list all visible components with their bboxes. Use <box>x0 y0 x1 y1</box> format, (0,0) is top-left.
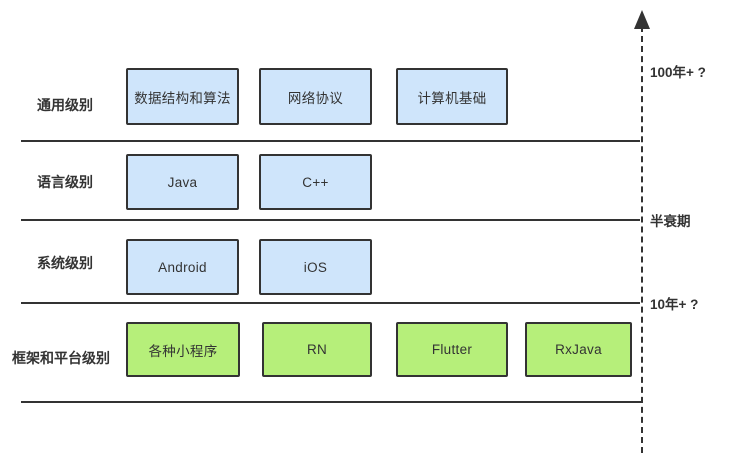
divider-line-4 <box>21 401 643 403</box>
divider-line-1 <box>21 140 640 142</box>
axis-label-half-life: 半衰期 <box>650 214 691 229</box>
divider-line-2 <box>21 219 640 221</box>
node-rn: RN <box>262 322 372 377</box>
row-label-framework-level: 框架和平台级别 <box>12 350 110 366</box>
node-data-structures-algorithms: 数据结构和算法 <box>126 68 239 125</box>
node-java: Java <box>126 154 239 210</box>
node-computer-fundamentals: 计算机基础 <box>396 68 508 125</box>
node-flutter: Flutter <box>396 322 508 377</box>
node-cpp: C++ <box>259 154 372 210</box>
node-rxjava: RxJava <box>525 322 632 377</box>
row-label-system-level: 系统级别 <box>37 255 93 271</box>
axis-label-100-years: 100年+ ? <box>650 65 706 80</box>
divider-line-3 <box>21 302 640 304</box>
node-android: Android <box>126 239 239 295</box>
row-label-general-level: 通用级别 <box>37 97 93 113</box>
row-label-language-level: 语言级别 <box>37 174 93 190</box>
node-mini-programs: 各种小程序 <box>126 322 240 377</box>
axis-label-10-years: 10年+ ? <box>650 297 699 312</box>
node-network-protocol: 网络协议 <box>259 68 372 125</box>
node-ios: iOS <box>259 239 372 295</box>
axis-arrow-up-icon <box>634 10 650 29</box>
timeline-axis-line <box>641 26 643 453</box>
